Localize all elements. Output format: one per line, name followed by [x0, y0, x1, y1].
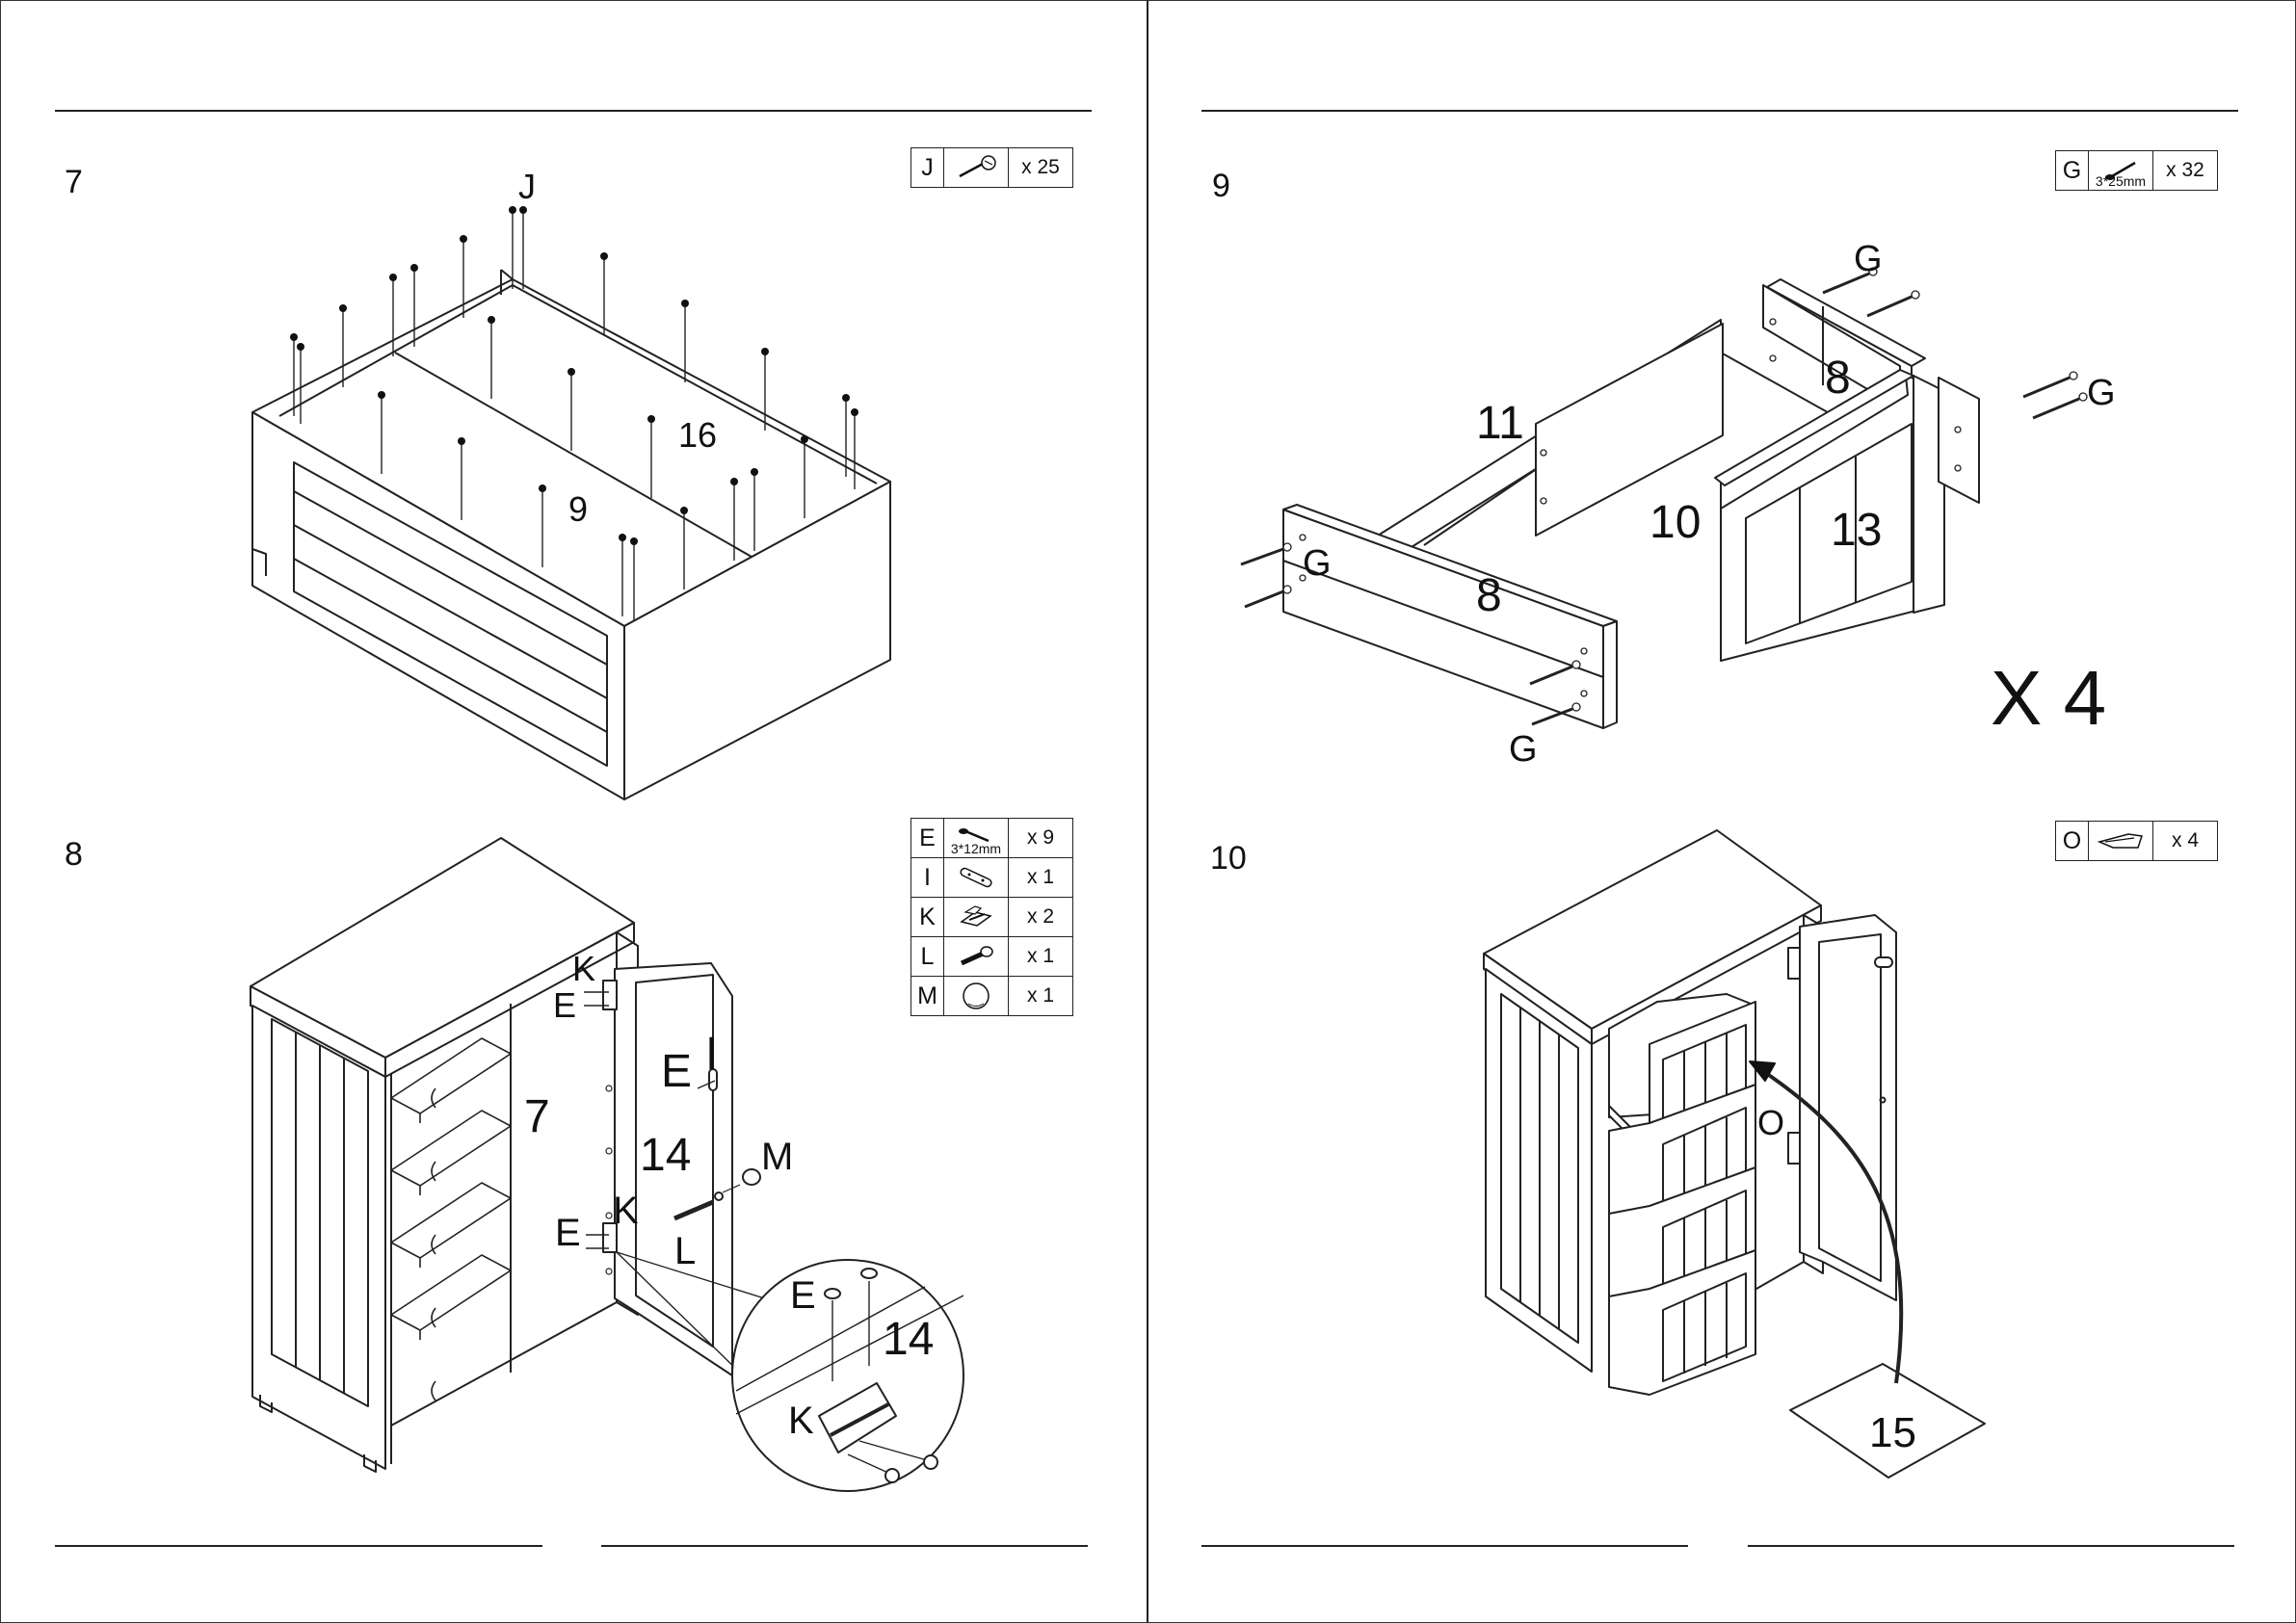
screw-label-e-catch: E [661, 1046, 692, 1097]
panel-label-8-front: 8 [1476, 570, 1502, 621]
bolt-label-l: L [674, 1230, 696, 1272]
runner-label-o: O [1757, 1103, 1784, 1142]
panel-label-11: 11 [1476, 398, 1524, 449]
drawer-stack [1609, 994, 1755, 1395]
screw-label-e-bottom: E [555, 1212, 581, 1254]
door-label-14: 14 [640, 1130, 691, 1181]
quantity-multiplier: X 4 [1991, 655, 2106, 741]
step-10-cabinet-assembly [1484, 830, 1985, 1478]
screw-label-g-top: G [1854, 239, 1883, 279]
panel-label-13: 13 [1831, 505, 1882, 556]
panel-label-10: 10 [1649, 497, 1701, 548]
knob-label-m: M [761, 1136, 793, 1178]
detail-label-e: E [790, 1274, 816, 1317]
shelf-label-15: 15 [1869, 1409, 1916, 1456]
screw-label-g-bottom: G [1509, 729, 1538, 770]
hinge-label-k-top: K [572, 949, 595, 988]
panel-label-9: 9 [568, 489, 588, 529]
screw-label-g-right: G [2087, 373, 2116, 413]
screw-label-j: J [518, 167, 536, 206]
step-7-panel-assembly [252, 270, 890, 799]
assembly-illustrations-right: G G G G 8 11 10 13 8 X 4 O 15 [1148, 0, 2295, 1623]
detail-label-k: K [788, 1400, 814, 1442]
screw-label-g-left: G [1303, 543, 1332, 584]
panel-label-16: 16 [678, 415, 717, 455]
instruction-page-right: 9 10 G 3*25mm x 32 O x 4 [1148, 0, 2295, 1623]
instruction-page-left: 7 8 J x 25 E 3*12mm x 9 I x 1 [0, 0, 1147, 1623]
cabinet-label-7: 7 [524, 1091, 550, 1142]
hinge-label-k-bottom: K [613, 1190, 639, 1232]
catch-label-i: I [705, 1029, 718, 1080]
screw-label-e-top: E [553, 985, 576, 1025]
panel-label-8-back: 8 [1825, 353, 1851, 404]
assembly-illustrations-left: J 16 9 K E E I 7 14 M E K L E 14 K [0, 0, 1147, 1623]
detail-label-14: 14 [883, 1314, 934, 1365]
